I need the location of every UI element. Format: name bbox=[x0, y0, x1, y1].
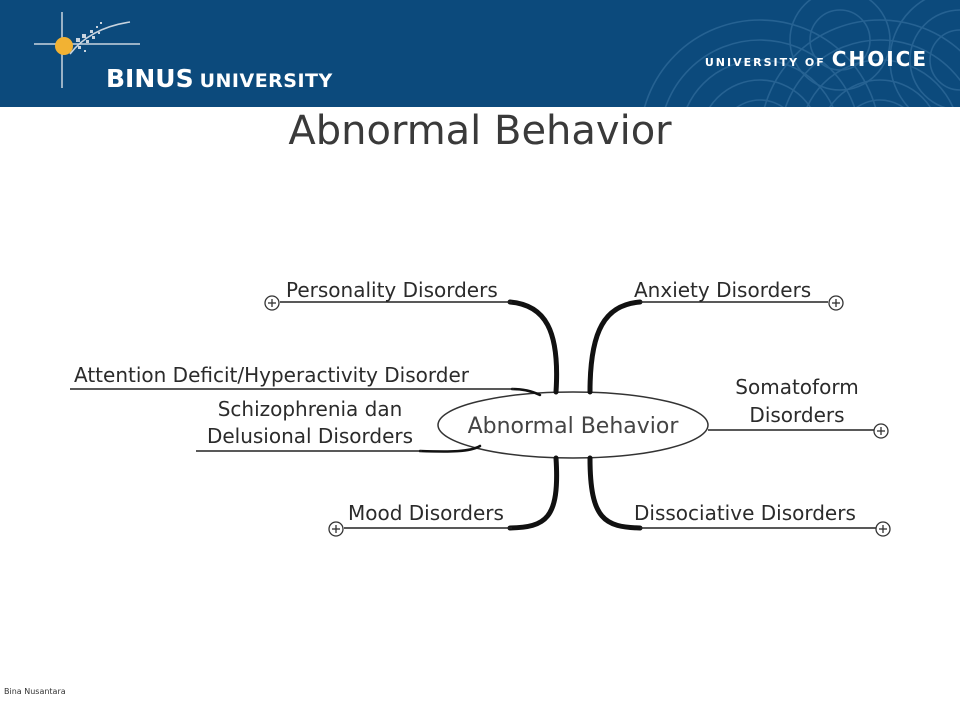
expand-dissociative-icon[interactable] bbox=[875, 521, 891, 537]
expand-mood-icon[interactable] bbox=[328, 521, 344, 537]
branch-somatoform-label-line1: Somatoform bbox=[735, 375, 858, 399]
branch-somatoform-label-line2: Disorders bbox=[749, 403, 844, 427]
center-node bbox=[437, 391, 709, 459]
branch-schizophrenia-label-line1: Schizophrenia dan bbox=[218, 397, 403, 421]
branch-dissociative-label: Dissociative Disorders bbox=[634, 501, 856, 525]
tagline-prefix: UNIVERSITY OF bbox=[704, 56, 826, 69]
expand-somatoform-icon[interactable] bbox=[873, 423, 889, 439]
wave-pattern bbox=[643, 0, 960, 107]
center-node-label: Abnormal Behavior bbox=[468, 414, 680, 439]
logo-suffix: UNIVERSITY bbox=[199, 70, 333, 92]
branch-mood-label: Mood Disorders bbox=[348, 501, 504, 525]
branch-personality-label: Personality Disorders bbox=[286, 278, 498, 302]
connector-dissociative bbox=[587, 455, 643, 531]
connector-schizophrenia bbox=[418, 444, 482, 453]
tagline: UNIVERSITY OF CHOICE bbox=[705, 47, 928, 71]
logo-mark-icon bbox=[34, 12, 140, 88]
footer-text: Bina Nusantara bbox=[4, 687, 66, 696]
expand-personality-icon[interactable] bbox=[264, 295, 280, 311]
tagline-emphasis: CHOICE bbox=[831, 47, 928, 71]
branch-anxiety-label: Anxiety Disorders bbox=[634, 278, 811, 302]
connector-adhd bbox=[510, 387, 542, 397]
expand-anxiety-icon[interactable] bbox=[828, 295, 844, 311]
page-title: Abnormal Behavior bbox=[288, 108, 672, 154]
connector-anxiety bbox=[587, 299, 643, 395]
connector-personality bbox=[507, 299, 560, 395]
branch-adhd-label: Attention Deficit/Hyperactivity Disorder bbox=[74, 363, 470, 387]
logo-word: BINUS bbox=[106, 64, 194, 93]
connector-mood bbox=[507, 455, 560, 531]
branch-schizophrenia-label-line2: Delusional Disorders bbox=[207, 424, 413, 448]
